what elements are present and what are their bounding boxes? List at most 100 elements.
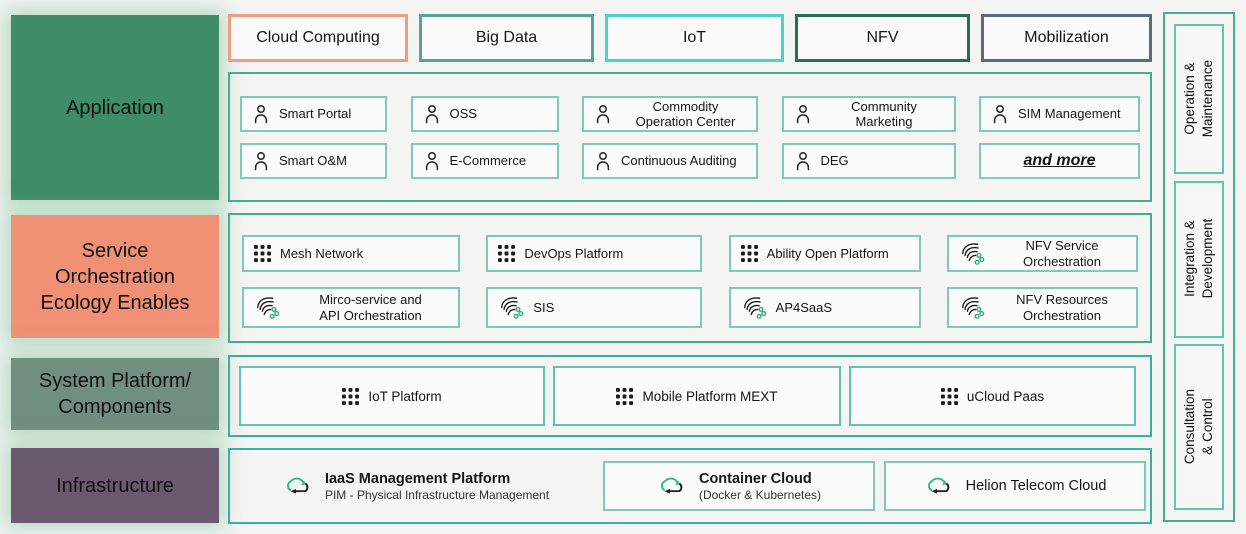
person-icon bbox=[991, 104, 1009, 124]
item-nfv-resources-orchestration: NFV Resources Orchestration bbox=[946, 287, 1138, 328]
cloud-sync-icon bbox=[924, 475, 955, 497]
item-container-cloud: Container Cloud(Docker & Kubernetes) bbox=[603, 461, 875, 511]
rail-item-label: Consultation & Control bbox=[1182, 389, 1215, 465]
item-ap4saas: AP4SaaS bbox=[728, 287, 921, 328]
item-smart-o-m: Smart O&M bbox=[240, 143, 387, 179]
system-platform-section: IoT Platform Mobile Platform MEXT uCloud P… bbox=[228, 355, 1152, 437]
item-label: DEG bbox=[820, 153, 849, 169]
person-icon bbox=[252, 151, 270, 171]
rail-item-label: Integration & Development bbox=[1182, 219, 1216, 299]
item-label: Ability Open Platform bbox=[766, 245, 889, 261]
cloud-sync-icon bbox=[283, 475, 314, 497]
item-label: Smart Portal bbox=[279, 106, 352, 122]
item-commodity-operation-center: Commodity Operation Center bbox=[582, 96, 758, 132]
item-community-marketing: Community Marketing bbox=[781, 96, 956, 132]
tab-iot: IoT bbox=[605, 14, 784, 62]
item-ucloud-paas: uCloud Paas bbox=[849, 366, 1136, 426]
person-icon bbox=[594, 104, 612, 124]
item-mesh-network: Mesh Network bbox=[242, 235, 460, 272]
item-subtitle: PIM - Physical Infrastructure Management bbox=[324, 487, 550, 502]
orchestration-swirl-icon bbox=[959, 295, 985, 321]
category-label-application: Application bbox=[11, 15, 219, 200]
tab-label: Mobilization bbox=[1024, 29, 1109, 46]
tab-nfv: NFV bbox=[795, 14, 970, 62]
item-nfv-service-orchestration: NFV Service Orchestration bbox=[946, 235, 1138, 272]
item-label: E-Commerce bbox=[449, 153, 527, 169]
tab-label: NFV bbox=[866, 29, 899, 46]
rail-item-integration: Integration & Development bbox=[1174, 180, 1224, 338]
item-label: OSS bbox=[449, 106, 477, 122]
item-label: Community Marketing bbox=[851, 98, 917, 129]
item-label: NFV Resources Orchestration bbox=[1016, 292, 1108, 323]
grid-icon bbox=[616, 387, 634, 405]
item-label: SIS bbox=[533, 299, 555, 315]
item-text: Container Cloud(Docker & Kubernetes) bbox=[699, 471, 821, 502]
item-label: SIM Management bbox=[1018, 106, 1121, 122]
item-label: Mobile Platform MEXT bbox=[642, 388, 778, 404]
tab-label: Cloud Computing bbox=[256, 29, 380, 46]
item-mobile-platform-mext: Mobile Platform MEXT bbox=[553, 366, 841, 426]
item-title: Helion Telecom Cloud bbox=[965, 478, 1107, 494]
item-helion-telecom-cloud: Helion Telecom Cloud bbox=[884, 461, 1146, 511]
grid-icon bbox=[740, 245, 758, 262]
person-icon bbox=[594, 151, 612, 171]
tab-label: Big Data bbox=[475, 29, 538, 46]
item-devops-platform: DevOps Platform bbox=[486, 235, 703, 272]
item-label: NFV Service Orchestration bbox=[1022, 238, 1101, 269]
item-label: Smart O&M bbox=[279, 153, 347, 169]
item-sis: SIS bbox=[486, 287, 703, 328]
item-label: and more bbox=[1023, 151, 1096, 169]
category-label-service: Service Orchestration Ecology Enables bbox=[11, 215, 219, 338]
item-and-more: and more bbox=[979, 143, 1140, 179]
item-label: IoT Platform bbox=[368, 388, 442, 404]
tab-big-data: Big Data bbox=[419, 14, 594, 62]
item-smart-portal: Smart Portal bbox=[240, 96, 387, 132]
category-label-text: Infrastructure bbox=[56, 474, 174, 497]
rail-item-consultation-control: Consultation & Control bbox=[1174, 344, 1224, 510]
person-icon bbox=[794, 104, 812, 124]
rail-item-operation: Operation & Maintenance bbox=[1174, 24, 1224, 174]
orchestration-swirl-icon bbox=[498, 295, 524, 321]
category-label-infrastructure: Infrastructure bbox=[11, 448, 219, 523]
orchestration-swirl-icon bbox=[959, 241, 985, 267]
item-label: DevOps Platform bbox=[524, 245, 624, 261]
item-continuous-auditing: Continuous Auditing bbox=[582, 143, 758, 179]
item-mirco-service-and-api-orchestration: Mirco-service and API Orchestration bbox=[242, 287, 460, 328]
category-label-text: System Platform/ Components bbox=[38, 370, 192, 418]
application-section: Smart Portal OSS Commodity Operation Cente… bbox=[228, 72, 1152, 202]
item-title: Container Cloud bbox=[698, 470, 812, 487]
person-icon bbox=[423, 151, 441, 171]
rail-item-label: Operation & Maintenance bbox=[1182, 60, 1215, 138]
item-ability-open-platform: Ability Open Platform bbox=[728, 235, 921, 272]
technology-tabs-row: Cloud Computing Big Data IoT NFV Mobilizatio… bbox=[228, 14, 1152, 62]
diagram-center: Cloud Computing Big Data IoT NFV Mobilizatio… bbox=[228, 0, 1152, 534]
person-icon bbox=[423, 104, 441, 124]
item-subtitle: (Docker & Kubernetes) bbox=[698, 487, 822, 502]
tab-label: IoT bbox=[682, 29, 707, 46]
item-label: Mesh Network bbox=[280, 245, 364, 261]
item-e-commerce: E-Commerce bbox=[410, 143, 559, 179]
item-label: Commodity Operation Center bbox=[635, 98, 736, 129]
item-oss: OSS bbox=[410, 96, 559, 132]
tab-mobilization: Mobilization bbox=[981, 14, 1152, 62]
category-label-text: Application bbox=[66, 96, 164, 119]
grid-icon bbox=[498, 245, 516, 262]
grid-icon bbox=[342, 387, 360, 405]
category-label-system-platform: System Platform/ Components bbox=[11, 358, 219, 430]
item-text: Helion Telecom Cloud bbox=[966, 478, 1107, 494]
person-icon bbox=[252, 104, 270, 124]
cloud-sync-icon bbox=[657, 475, 688, 497]
grid-icon bbox=[940, 387, 958, 405]
orchestration-swirl-icon bbox=[254, 295, 280, 321]
person-icon bbox=[794, 151, 812, 171]
orchestration-swirl-icon bbox=[741, 295, 767, 321]
item-label: AP4SaaS bbox=[775, 299, 833, 315]
item-label: Mirco-service and API Orchestration bbox=[319, 292, 422, 323]
tab-cloud-computing: Cloud Computing bbox=[228, 14, 408, 62]
category-label-text: Service Orchestration Ecology Enables bbox=[40, 239, 190, 314]
item-label: uCloud Paas bbox=[966, 388, 1045, 404]
item-label: Continuous Auditing bbox=[621, 153, 737, 169]
